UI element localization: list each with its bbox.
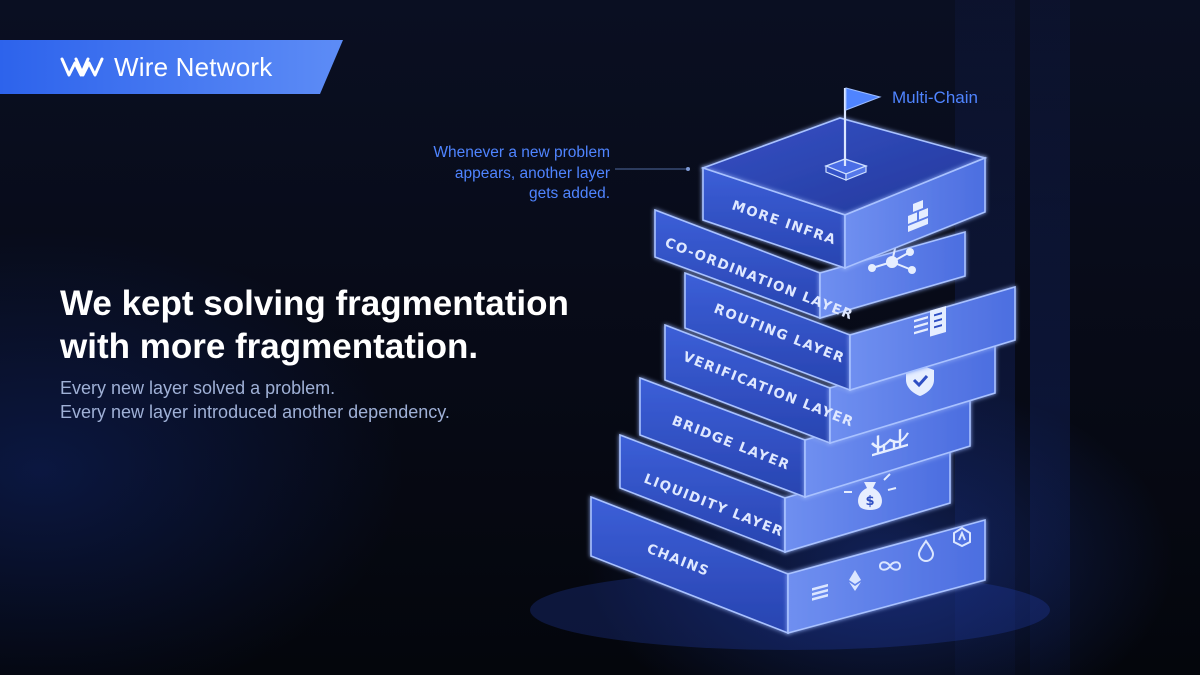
layer-more-infra: MORE INFRA: [700, 87, 988, 270]
boxes-icon: [908, 199, 928, 233]
brand-banner: [0, 40, 343, 94]
svg-text:$: $: [865, 494, 874, 509]
subtext-line-1: Every new layer solved a problem.: [60, 378, 336, 398]
layer-routing: ROUTING LAYER: [684, 271, 1016, 392]
routing-arrows-icon: [914, 305, 946, 337]
brand-name: Wire Network: [114, 52, 273, 82]
background-glow: [1030, 0, 1070, 675]
bridge-icon: [871, 428, 909, 457]
multi-chain-flag-icon: [845, 87, 882, 111]
infinity-icon: [878, 561, 902, 571]
layer-bridge: BRIDGE LAYER: [639, 376, 971, 499]
annotation-line-3: gets added.: [528, 185, 610, 202]
subtext-line-2: Every new layer introduced another depen…: [60, 402, 450, 422]
headline-line-1: We kept solving fragmentation: [60, 284, 569, 323]
ethereum-icon: [849, 570, 861, 591]
shield-check-icon: [906, 365, 934, 396]
annotation-dot: [686, 167, 690, 171]
drop-icon: [917, 539, 935, 562]
layer-chains: CHAINS: [590, 495, 986, 635]
flag-base: [824, 158, 869, 181]
annotation-line-1: Whenever a new problem: [433, 144, 610, 161]
chain-logo-icon: [953, 526, 971, 548]
multi-chain-label: Multi-Chain: [892, 88, 978, 107]
wire-network-logo-icon: [60, 57, 104, 77]
solana-icon: [812, 583, 828, 601]
annotation-text: Whenever a new problem appears, another …: [380, 143, 610, 205]
headline-line-2: with more fragmentation.: [60, 327, 479, 366]
headline: We kept solving fragmentation with more …: [60, 282, 620, 368]
annotation-line-2: appears, another layer: [454, 164, 610, 182]
